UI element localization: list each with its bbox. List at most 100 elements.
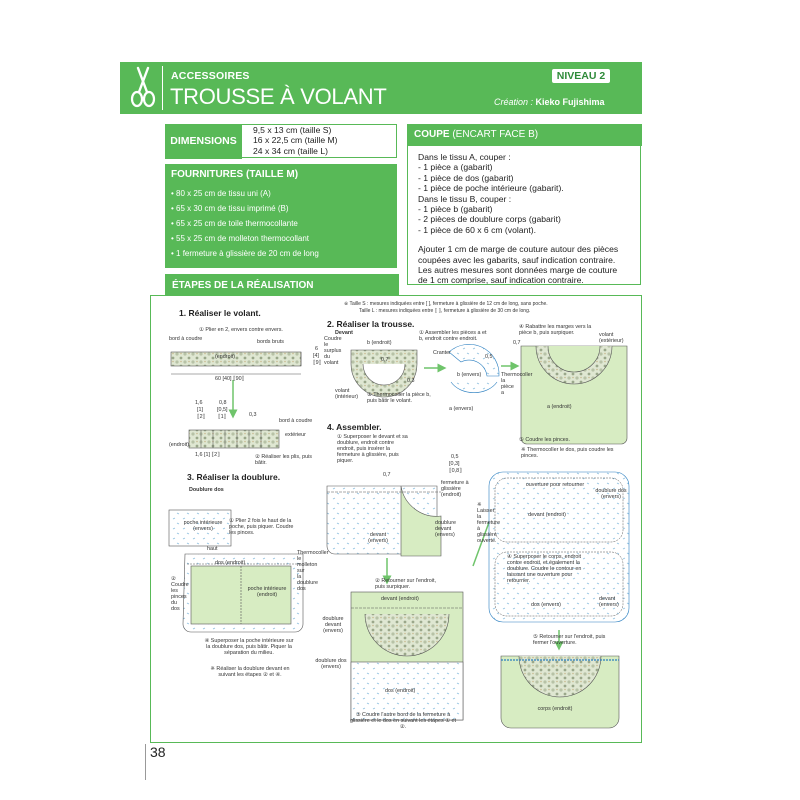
list-item: 80 x 25 cm de tissu uni (A) [171, 186, 319, 201]
label-doublure-dos: Doublure dos [189, 487, 224, 493]
page-number: 38 [150, 744, 166, 760]
label-bord-couture: bord à coudre [169, 336, 203, 342]
label-endroit: (endroit) [215, 354, 236, 360]
dim-16: 1,6 [195, 400, 203, 406]
list-item: 65 x 30 cm de tissu imprimé (B) [171, 201, 319, 216]
dim-05-s2: 0,5 [485, 354, 493, 360]
step-4a: ① Superposer le devant et sa doublure, e… [337, 434, 408, 464]
list-item: 55 x 25 cm de molleton thermocollant [171, 231, 319, 246]
list-item: 1 fermeture à glissière de 20 cm de long [171, 246, 319, 261]
coupe-line: - 2 pièces de doublure corps (gabarit) [418, 214, 561, 225]
category-label: ACCESSOIRES [171, 70, 250, 82]
dim-07-s2c: 0,7 [513, 340, 521, 346]
dimensions-label: DIMENSIONS [165, 124, 242, 159]
header-divider [162, 66, 163, 110]
pleated-strip [188, 429, 280, 449]
dim-03-s2: 0,3 [407, 378, 415, 384]
step-1b: ② Réaliser les plis, puis bâtir. [255, 454, 312, 466]
coupe-line: Ajouter 1 cm de marge de couture autour … [418, 244, 619, 255]
step-4c: ③ Coudre l'autre bord de la fermeture à … [349, 712, 457, 730]
step-2b: ② Thermocoller la pièce b, puis bâtir le… [367, 392, 431, 404]
dim-9: ⟦9⟧ [313, 360, 322, 366]
step-2e: ※ Thermocoller le dos, puis coudre les p… [521, 447, 614, 459]
fournitures-title: FOURNITURES (TAILLE M) [171, 169, 299, 180]
label-devant-envers-2: devant (envers) [599, 596, 619, 608]
coupe-line: Les autres mesures sont données marge de… [418, 265, 618, 276]
page-margin-line [145, 744, 146, 780]
coupe-line: Dans le tissu A, couper : [418, 152, 511, 162]
label-corps-endroit: corps (endroit) [537, 706, 573, 712]
etapes-title: ÉTAPES DE LA RÉALISATION [172, 280, 314, 291]
label-doublure-dos-envers-2: doublure dos (envers) [595, 488, 627, 500]
step-3a: ① Plier 2 fois le haut de la poche, puis… [229, 518, 294, 536]
step-3c: ※ Réaliser la doublure devant en suivant… [210, 666, 290, 678]
scissors-icon [130, 66, 156, 108]
coupe-subtitle: (ENCART FACE B) [452, 129, 539, 140]
label-coudre-surplus: Coudre le surplus du volant [324, 336, 342, 366]
dimension-size-s: 9,5 x 13 cm (taille S) [253, 125, 332, 135]
etapes-header [165, 274, 399, 296]
step-2c: ④ Rabattre les marges vers la pièce b, p… [519, 324, 592, 336]
dim-4: [4] [313, 353, 319, 359]
label-poche-int-endroit: poche intérieure (endroit) [247, 586, 287, 598]
dim-08: 0,8 [219, 400, 227, 406]
coupe-title-main: COUPE [414, 129, 450, 140]
dim-2: ⟦2⟧ [197, 414, 206, 420]
piece-a-b-envers [448, 344, 500, 377]
coupe-line: - 1 pièce b (gabarit) [418, 204, 493, 215]
dimension-size-l: 24 x 34 cm (taille L) [253, 145, 328, 156]
note-size-l: Taille L : mesures indiquées entre ⟦ ⟧, … [359, 308, 531, 314]
dim-03: 0,3 [249, 412, 257, 418]
label-a-endroit: a (endroit) [547, 404, 572, 410]
label-fermeture-endroit: fermeture à glissière (endroit) [441, 480, 469, 498]
label-haut: haut [207, 546, 218, 552]
level-badge: NIVEAU 2 [552, 69, 610, 83]
step-3-title: 3. Réaliser la doublure. [187, 472, 281, 482]
label-a-envers: a (envers) [449, 406, 474, 412]
label-exterieur: extérieur [285, 432, 306, 438]
dim-07-s4: 0,7 [383, 472, 391, 478]
dim-07-s2: 0,7 [381, 357, 389, 363]
corps-doublure [488, 471, 630, 623]
step-4b: ② Retourner sur l'endroit, puis surpique… [375, 578, 436, 590]
step-3b: ④ Superposer la poche intérieure sur la … [204, 638, 294, 656]
dim-05: [0,5] [217, 407, 228, 413]
note-laisser-ouverte: ※ Laisser la fermeture à glissière ouver… [477, 502, 501, 544]
step-2a: ① Assembler les pièces a et b, endroit c… [419, 330, 487, 342]
coupe-line: Dans le tissu B, couper : [418, 193, 512, 204]
label-dos-endroit-2: dos (endroit) [385, 688, 416, 694]
fournitures-list: 80 x 25 cm de tissu uni (A) 65 x 30 cm d… [171, 186, 319, 261]
coupe-line [418, 235, 636, 244]
step-3-pinces: ② Coudre les pinces du dos [171, 576, 189, 612]
dim-1b: ⟦1⟧ [218, 414, 227, 420]
dim-1: [1] [197, 407, 203, 413]
list-item: 65 x 25 cm de toile thermocollante [171, 216, 319, 231]
label-volant-exterieur: volant (extérieur) [599, 332, 624, 344]
step-2d: ⑤ Coudre les pinces. [519, 437, 570, 443]
dim-6: 6 [315, 346, 318, 352]
label-thermo-a: Thermocoller la pièce a [501, 372, 533, 396]
label-thermo-mol: Thermocoller le molleton sur la doublure… [297, 550, 329, 592]
label-b-envers: b (envers) [457, 372, 482, 378]
dim-08-s4: ⟦0,8⟧ [449, 468, 462, 474]
coupe-header [407, 124, 642, 146]
step-4-title: 4. Assembler. [327, 422, 382, 432]
label-devant-endroit: devant (endroit) [381, 596, 419, 602]
dimension-size-m: 16 x 22,5 cm (taille M) [253, 135, 338, 146]
note-size-s: ※ Taille S : mesures indiquées entre [ ]… [344, 301, 548, 307]
steps-panel [150, 295, 642, 743]
page-title: TROUSSE À VOLANT [170, 84, 387, 109]
coupe-line: - 1 pièce de 60 x 6 cm (volant). [418, 224, 536, 235]
coupe-line: coupées avec les gabarits, sauf indicati… [418, 254, 616, 265]
coupe-title: COUPE (ENCART FACE B) [414, 129, 538, 140]
label-dos-envers: dos (envers) [531, 602, 561, 608]
label-dos-endroit: dos (endroit) [215, 560, 246, 566]
label-cranter: Cranter [433, 350, 451, 356]
step-1a: ① Plier en 2, envers contre envers. [199, 327, 283, 333]
dimensions-values: 9,5 x 13 cm (taille S) 16 x 22,5 cm (tai… [253, 125, 338, 156]
label-devant-envers: devant (envers) [368, 532, 388, 544]
dim-16b: 1,6 [1] ⟦2⟧ [195, 452, 220, 458]
dim-05-s4: 0,5 [451, 454, 459, 460]
step-1-title: 1. Réaliser le volant. [179, 308, 261, 318]
dim-03-s4: [0,3] [449, 461, 460, 467]
